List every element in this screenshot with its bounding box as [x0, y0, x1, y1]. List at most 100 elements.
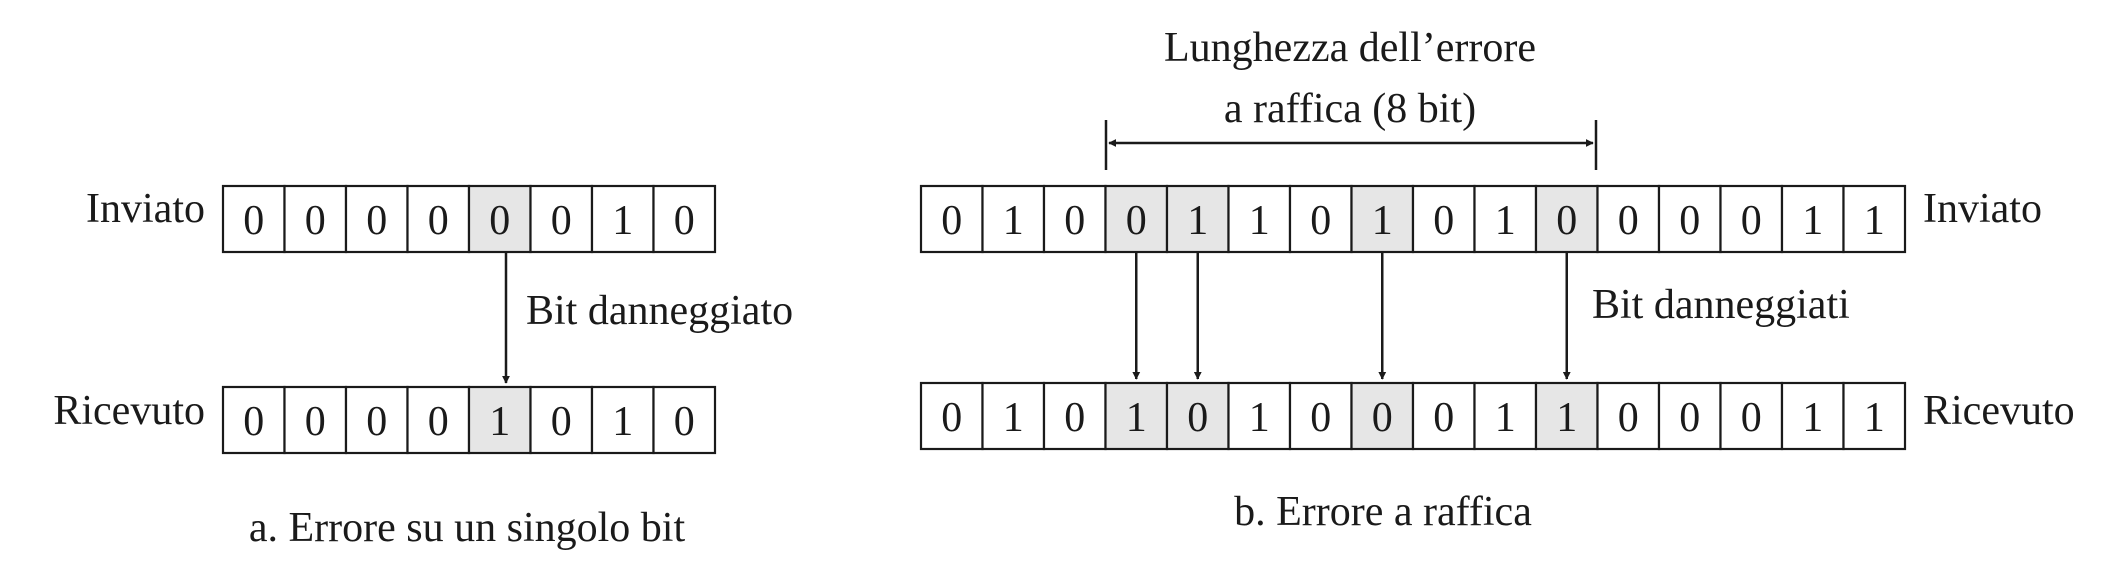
panel-a-received-cell — [283, 385, 348, 455]
panel-b-received-bit-value: 0 — [1679, 395, 1700, 441]
panel-a-sent-bit-value: 0 — [674, 198, 695, 244]
panel-a-received-bit-value: 1 — [612, 399, 633, 445]
panel-b-sent-bit-value: 1 — [1372, 198, 1393, 244]
panel-b-sent-cell — [1227, 184, 1292, 254]
panel-a-sent-bit-value: 0 — [366, 198, 387, 244]
panel-b-sent-cell — [1719, 184, 1784, 254]
panel-a-received-cell — [221, 385, 286, 455]
panel-b-sent-cell — [1842, 184, 1907, 254]
panel-b-sent-cell — [1657, 184, 1722, 254]
panel-b-received-bit-value: 1 — [1495, 395, 1516, 441]
panel-b-received-bit-value: 1 — [1003, 395, 1024, 441]
panel-b-received-bit-value: 0 — [1187, 395, 1208, 441]
panel-b-sent-bit-value: 1 — [1864, 198, 1885, 244]
panel-a-received-cell — [590, 385, 655, 455]
panel-b-received-cell — [1288, 381, 1353, 451]
panel-a-sent-cell — [529, 184, 594, 254]
panel-b-sent-bit-value: 1 — [1802, 198, 1823, 244]
panel-b-sent-bit-value: 0 — [1310, 198, 1331, 244]
panel-a-sent-label: Inviato — [86, 186, 205, 232]
panel-b-received-bit-value: 0 — [1372, 395, 1393, 441]
panel-b-sent-cell — [1042, 184, 1107, 254]
panel-b-received-bit-value: 1 — [1249, 395, 1270, 441]
panel-a-sent-bit-value: 0 — [243, 198, 264, 244]
panel-b-received-bit-value: 0 — [1741, 395, 1762, 441]
panel-a-received-cell — [529, 385, 594, 455]
panel-a-sent-cell — [652, 184, 717, 254]
panel-a-received-bit-value: 0 — [305, 399, 326, 445]
panel-b-caption: b. Errore a raffica — [1234, 489, 1532, 535]
panel-b-sent-bit-value: 0 — [1741, 198, 1762, 244]
panel-b-received-cell — [1719, 381, 1784, 451]
panel-b-sent-bit-value: 0 — [1679, 198, 1700, 244]
panel-b-received-bit-value: 1 — [1126, 395, 1147, 441]
panel-a-sent-cell — [590, 184, 655, 254]
panel-b-damaged-label: Bit danneggiati — [1592, 282, 1850, 328]
panel-b-sent-bit-value: 0 — [1126, 198, 1147, 244]
panel-a-received-bit-value: 0 — [551, 399, 572, 445]
panel-a-sent-bit-value: 0 — [428, 198, 449, 244]
panel-b-received-cell-damaged — [1534, 381, 1599, 451]
panel-a-received-label: Ricevuto — [53, 388, 205, 434]
panel-b-sent-cell-damaged — [1350, 184, 1415, 254]
panel-b-sent-bit-value: 0 — [1433, 198, 1454, 244]
panel-b-sent-cell — [1411, 184, 1476, 254]
panel-a-received-bit-value: 0 — [366, 399, 387, 445]
panel-b-sent-bit-value: 0 — [1556, 198, 1577, 244]
panel-b: Lunghezza dell’errore a raffica (8 bit) … — [919, 25, 2075, 535]
panel-b-received-cell — [1227, 381, 1292, 451]
panel-a-received-cell — [344, 385, 409, 455]
panel-b-received-cell-damaged — [1165, 381, 1230, 451]
panel-a-sent-bit-value: 1 — [612, 198, 633, 244]
panel-b-sent-bit-value: 0 — [941, 198, 962, 244]
panel-a-damaged-label: Bit danneggiato — [526, 288, 793, 334]
panel-b-sent-cell — [1596, 184, 1661, 254]
panel-b-received-label: Ricevuto — [1923, 388, 2075, 434]
panel-b-received-cell — [1842, 381, 1907, 451]
panel-a-sent-cell — [221, 184, 286, 254]
panel-b-received-cell — [1411, 381, 1476, 451]
panel-a-received-bit-value: 0 — [243, 399, 264, 445]
panel-b-sent-bit-value: 1 — [1495, 198, 1516, 244]
panel-b-sent-bit-value: 1 — [1187, 198, 1208, 244]
panel-a-sent-cell — [344, 184, 409, 254]
panel-a-sent-cell-damaged — [467, 184, 532, 254]
panel-b-sent-bit-value: 0 — [1064, 198, 1085, 244]
panel-a-caption: a. Errore su un singolo bit — [249, 505, 686, 551]
panel-b-received-bit-value: 1 — [1556, 395, 1577, 441]
panel-b-sent-bit-value: 1 — [1249, 198, 1270, 244]
panel-b-received-bit-value: 0 — [1310, 395, 1331, 441]
panel-b-sent-label: Inviato — [1923, 186, 2042, 232]
panel-b-sent-cell-damaged — [1534, 184, 1599, 254]
burst-length-title-line1: Lunghezza dell’errore — [1164, 25, 1536, 71]
panel-b-sent-cell — [981, 184, 1046, 254]
panel-b-received-bit-value: 0 — [1618, 395, 1639, 441]
panel-b-received-cell — [1780, 381, 1845, 451]
panel-b-received-bit-value: 1 — [1802, 395, 1823, 441]
panel-b-received-cell-damaged — [1350, 381, 1415, 451]
panel-a-received-cell-damaged — [467, 385, 532, 455]
panel-b-received-bit-value: 0 — [941, 395, 962, 441]
panel-b-received-bit-value: 0 — [1433, 395, 1454, 441]
panel-b-received-cell — [919, 381, 984, 451]
panel-a-received-cell — [652, 385, 717, 455]
panel-a-received-bit-value: 1 — [489, 399, 510, 445]
panel-a-sent-bit-value: 0 — [305, 198, 326, 244]
panel-b-sent-bit-value: 1 — [1003, 198, 1024, 244]
panel-b-sent-bit-value: 0 — [1618, 198, 1639, 244]
panel-b-received-cell — [1473, 381, 1538, 451]
panel-a-sent-bit-value: 0 — [551, 198, 572, 244]
panel-b-sent-cell-damaged — [1165, 184, 1230, 254]
panel-a-received-bit-value: 0 — [674, 399, 695, 445]
burst-length-title-line2: a raffica (8 bit) — [1224, 86, 1476, 132]
panel-b-received-cell — [1042, 381, 1107, 451]
panel-b-received-bit-value: 0 — [1064, 395, 1085, 441]
panel-b-received-bit-value: 1 — [1864, 395, 1885, 441]
panel-a-received-bit-value: 0 — [428, 399, 449, 445]
